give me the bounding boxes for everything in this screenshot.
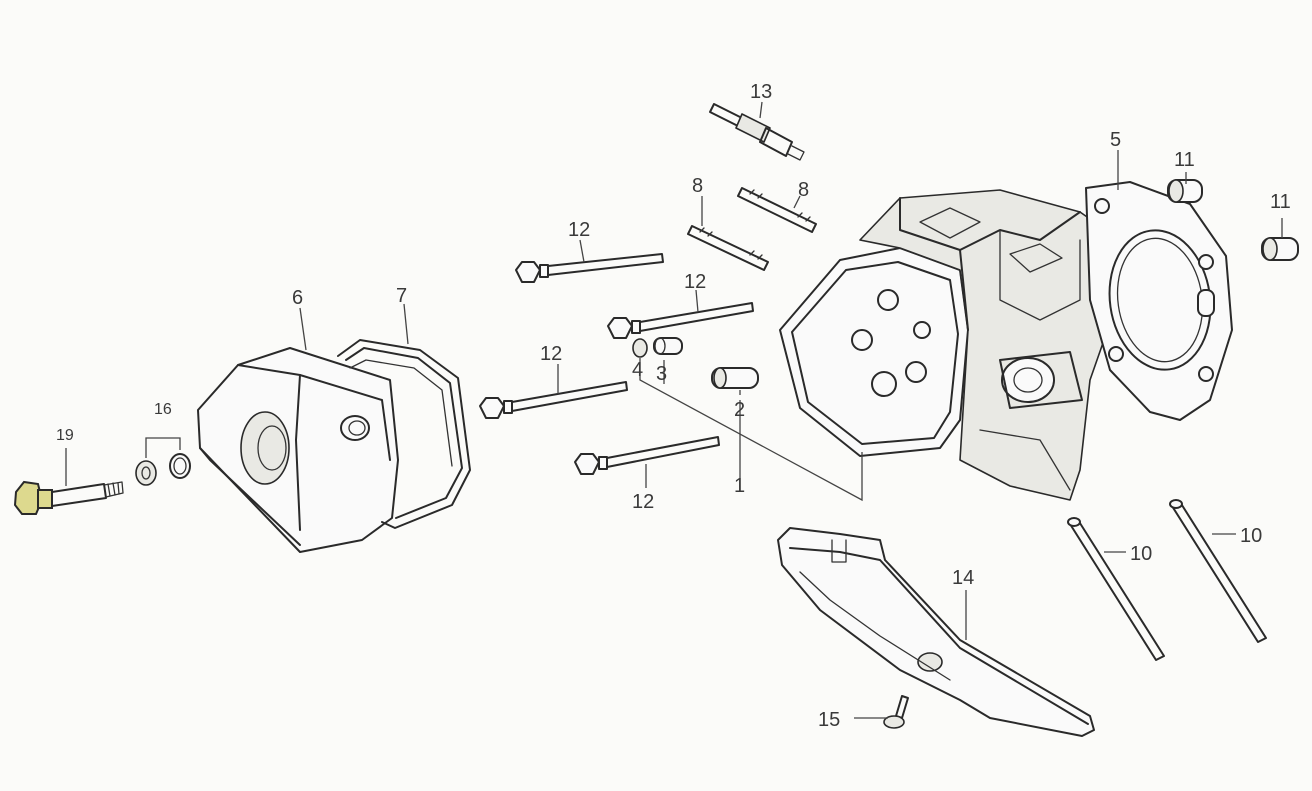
part-10-push-rod-right[interactable] (1169, 499, 1267, 643)
part-14-deflector-plate[interactable] (777, 527, 1095, 737)
callout-19: 19 (56, 427, 74, 444)
part-15-screw[interactable] (883, 695, 909, 729)
callout-16: 16 (154, 401, 172, 418)
callout-12-upper-mid: 12 (684, 271, 706, 293)
callout-3: 3 (656, 363, 667, 385)
part-6-valve-cover[interactable] (197, 347, 399, 553)
part-4-valve-keeper[interactable] (632, 338, 648, 358)
part-19-flange-bolt[interactable] (13, 480, 124, 515)
callout-10-left: 10 (1130, 543, 1152, 565)
callout-11-right: 11 (1270, 191, 1291, 213)
callout-8-left: 8 (692, 175, 703, 197)
callout-1: 1 (734, 475, 745, 497)
part-5-head-gasket[interactable] (1085, 181, 1233, 421)
cylinder-head[interactable] (779, 189, 1121, 501)
callout-labels: 19 16 6 7 12 12 12 12 8 8 13 4 3 2 1 5 1… (56, 81, 1291, 731)
part-12-bolt-upper-mid[interactable] (607, 302, 754, 339)
callout-15: 15 (818, 709, 840, 731)
callout-4: 4 (632, 359, 643, 381)
callout-12-left-mid: 12 (540, 343, 562, 365)
callout-11-left: 11 (1174, 149, 1195, 171)
callout-2: 2 (734, 399, 745, 421)
part-10-push-rod-left[interactable] (1067, 517, 1165, 661)
callout-8-right: 8 (798, 179, 809, 201)
part-7-cover-gasket[interactable] (337, 339, 471, 529)
callout-6: 6 (292, 287, 303, 309)
callout-12-lower: 12 (632, 491, 654, 513)
part-12-bolt-left-mid[interactable] (479, 381, 628, 419)
part-3-valve-guide[interactable] (653, 337, 683, 355)
part-11-dowel-right[interactable] (1261, 237, 1299, 261)
callout-13: 13 (750, 81, 772, 103)
part-2-valve-cap[interactable] (711, 367, 759, 389)
part-8-stud-left[interactable] (687, 225, 769, 271)
part-12-bolt-lower[interactable] (574, 436, 720, 475)
callout-14: 14 (952, 567, 974, 589)
part-16-washer-and-seal[interactable] (135, 437, 191, 486)
callout-7: 7 (396, 285, 407, 307)
part-12-bolt-top[interactable] (515, 253, 664, 283)
callout-5: 5 (1110, 129, 1121, 151)
callout-10-right: 10 (1240, 525, 1262, 547)
callout-12-top: 12 (568, 219, 590, 241)
part-13-spark-plug[interactable] (709, 103, 805, 161)
part-8-stud-right[interactable] (737, 187, 817, 233)
part-11-dowel-left[interactable] (1167, 179, 1203, 203)
leader-lines (65, 101, 1283, 719)
